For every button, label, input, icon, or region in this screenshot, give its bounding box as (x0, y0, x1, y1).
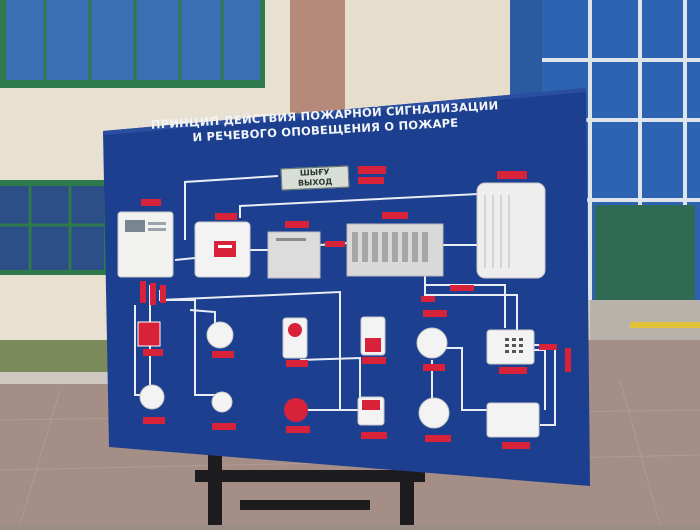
zone-module-device (346, 223, 444, 277)
siren-icon (284, 398, 308, 422)
exit-sign-face: ШЫҒУ ВЫХОД (280, 165, 350, 191)
red-labels (140, 166, 571, 449)
manual-call-point (137, 321, 161, 347)
smoke-detector-icon (211, 391, 233, 413)
annunciator-device (194, 221, 251, 278)
board-stand (195, 452, 425, 525)
speaker-device (476, 182, 546, 279)
smoke-detector-icon (416, 327, 448, 359)
smoke-detector-icon (418, 397, 450, 429)
board-panel (103, 88, 590, 486)
keypad-device (486, 329, 535, 365)
power-supply-device (267, 231, 321, 279)
exit-sign-line2: ВЫХОД (297, 177, 333, 188)
control-panel-device (117, 211, 174, 278)
heat-detector-icon (139, 384, 165, 410)
smoke-detector-icon (206, 321, 234, 349)
transmitter-device (486, 402, 540, 438)
exit-sign: ШЫҒУ ВЫХОД (275, 161, 354, 194)
